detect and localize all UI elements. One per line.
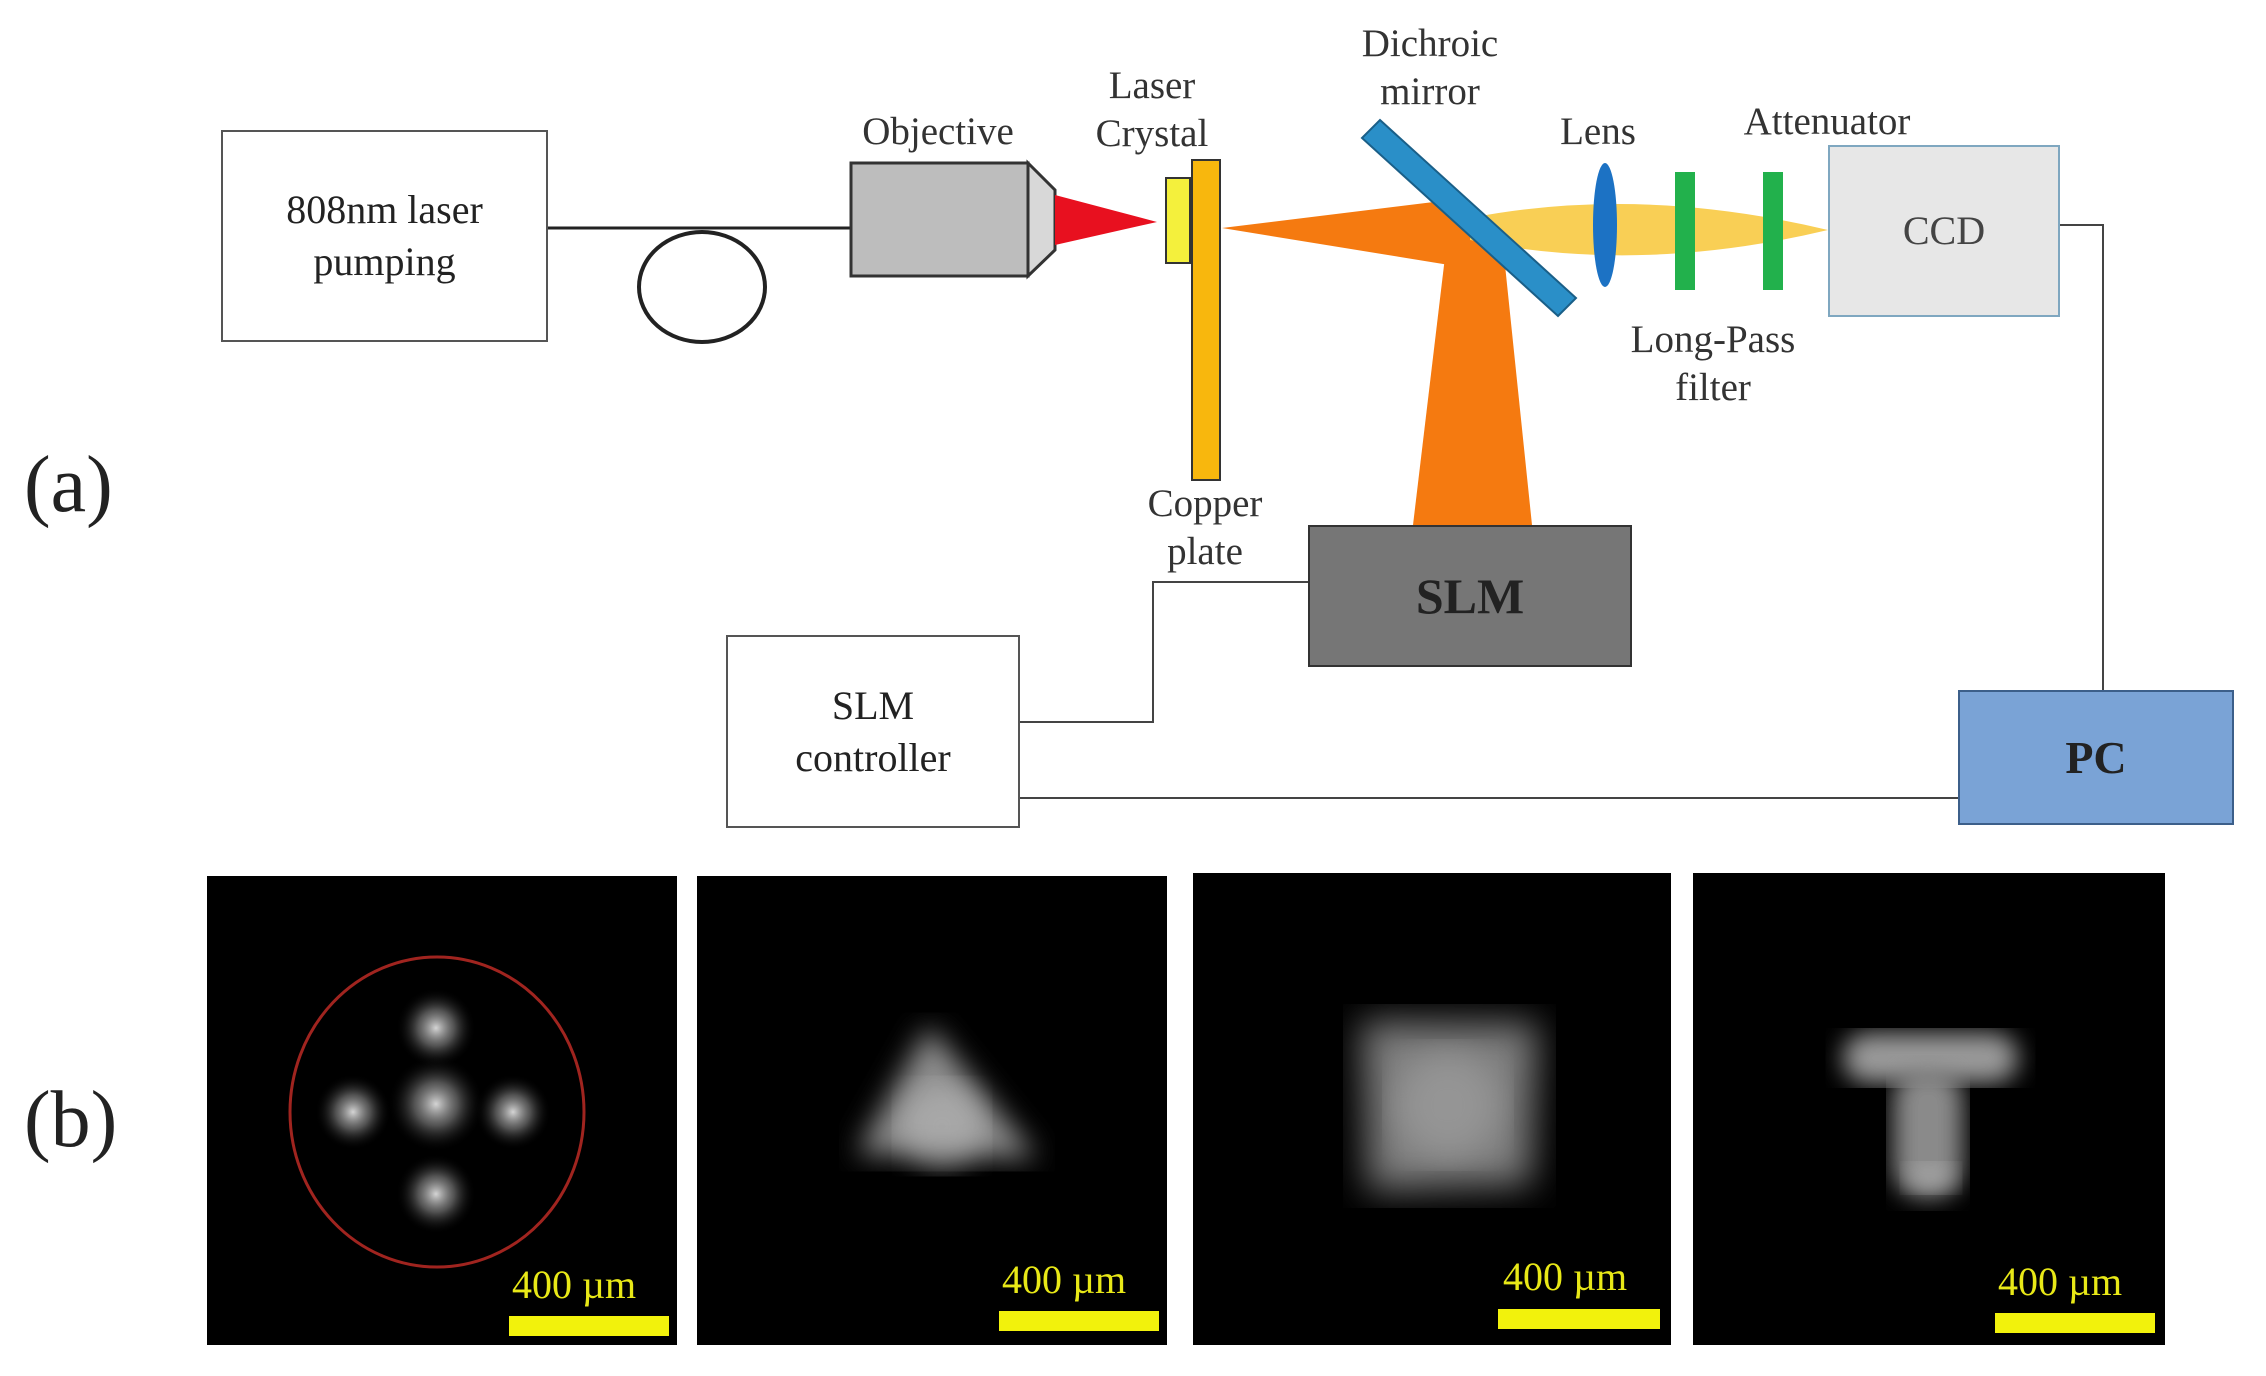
lens [1593,163,1617,287]
ccd-box: CCD [1828,145,2060,317]
beam-image-square: 400 µm [1193,873,1671,1345]
objective-body [851,163,1028,276]
lens-label: Lens [1548,108,1648,156]
attenuator [1763,172,1783,290]
slm-box: SLM [1308,525,1632,667]
panel-a-tag: (a) [24,440,113,531]
beam-image-triangle: 400 µm [697,876,1167,1345]
slm-controller-label: SLM controller [773,680,973,784]
dichroic-mirror-label: Dichroic mirror [1340,20,1520,115]
long-pass-filter [1675,172,1695,290]
scale-bar [1498,1309,1660,1329]
objective-label: Objective [848,108,1028,156]
pump-beam [1055,195,1157,245]
attenuator-label: Attenuator [1722,98,1932,146]
fiber-loop [639,232,765,342]
laser-box-label: 808nm laser pumping [270,184,500,288]
scale-label: 400 µm [1998,1258,2122,1305]
slm-label: SLM [1416,564,1524,629]
panel-b-tag: (b) [24,1075,117,1166]
long-pass-filter-label: Long-Pass filter [1608,316,1818,411]
ccd-pc-line [2060,225,2103,690]
beam-image-t-shape: 400 µm [1693,873,2165,1345]
ccd-label: CCD [1903,205,1985,257]
scale-label: 400 µm [1002,1256,1126,1303]
controller-slm-line [1020,582,1308,722]
scale-label: 400 µm [512,1261,636,1308]
copper-plate [1192,160,1220,480]
pc-label: PC [2065,728,2126,788]
scale-label: 400 µm [1503,1253,1627,1300]
scale-bar [1995,1313,2155,1333]
laser-crystal [1166,178,1190,263]
copper-plate-label: Copper plate [1130,480,1280,575]
laser-crystal-label: Laser Crystal [1092,62,1212,157]
scale-bar [509,1316,669,1336]
beam-image-cross: 400 µm [207,876,677,1345]
slm-controller-box: SLM controller [726,635,1020,828]
pc-box: PC [1958,690,2234,825]
laser-box: 808nm laser pumping [221,130,548,342]
scale-bar [999,1311,1159,1331]
objective-tip [1028,163,1055,276]
